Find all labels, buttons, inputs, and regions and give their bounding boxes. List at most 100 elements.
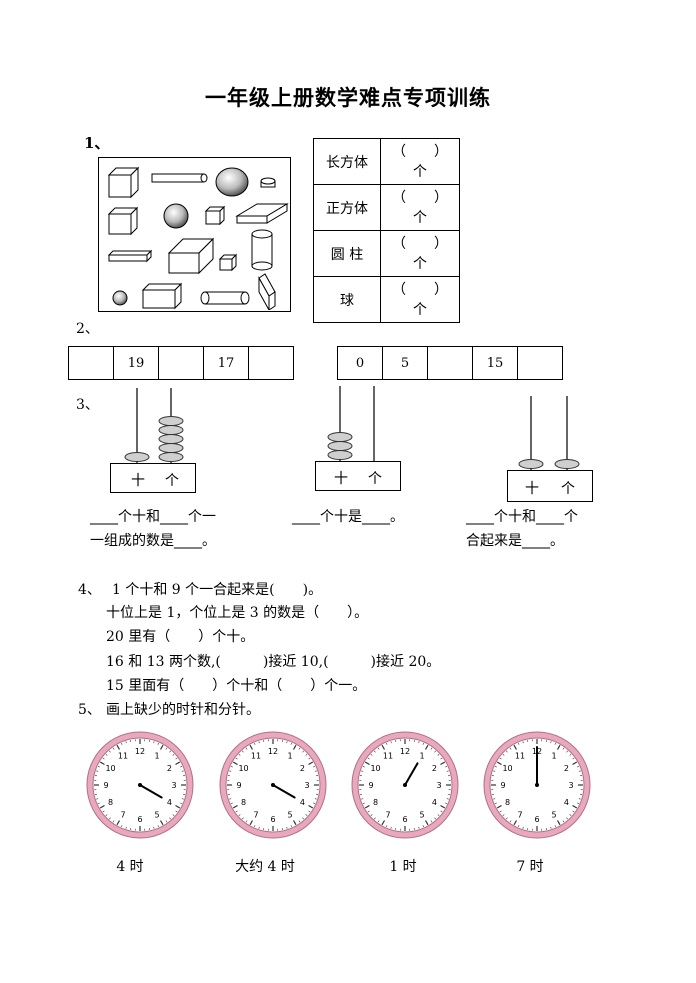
abacus-1-base: 十 个	[110, 463, 196, 493]
svg-text:12: 12	[268, 747, 278, 756]
svg-text:7: 7	[120, 810, 125, 819]
svg-text:4: 4	[300, 798, 305, 807]
answer-paren: （ ）	[392, 281, 448, 298]
sequence-cell[interactable]: 0	[337, 346, 383, 380]
table-row: 19 17	[68, 346, 294, 380]
sequence-cell[interactable]: 5	[382, 346, 428, 380]
svg-text:4: 4	[432, 798, 437, 807]
svg-text:8: 8	[373, 798, 378, 807]
svg-text:11: 11	[251, 752, 261, 761]
unit-label: 个	[413, 255, 427, 272]
svg-text:6: 6	[137, 815, 142, 824]
question-4-line[interactable]: 1 个十和 9 个一合起来是( )。	[112, 582, 323, 598]
sphere-icon	[112, 290, 128, 306]
svg-text:3: 3	[568, 781, 573, 790]
sphere-icon	[215, 167, 249, 197]
abacus-bead	[327, 450, 353, 460]
solid-shapes-drawing	[107, 166, 289, 312]
svg-text:7: 7	[253, 810, 258, 819]
abacus-1: 十 个	[110, 385, 198, 495]
abacus-1-fill-line1[interactable]: ____个十和____个一	[90, 509, 216, 525]
abacus-2-rods	[327, 386, 375, 461]
clock-row: 1234567891011121234567891011121234567891…	[86, 731, 591, 839]
question-4-line[interactable]: 16 和 13 两个数,( )接近 10,( )接近 20。	[106, 654, 441, 670]
small-cylinder-icon	[260, 177, 276, 188]
abacus-1-rods	[124, 388, 184, 463]
svg-text:10: 10	[370, 764, 380, 773]
question-4-line[interactable]: 十位上是 1，个位上是 3 的数是（ ）。	[106, 605, 369, 621]
count-answer-cell[interactable]: （ ） 个	[380, 276, 460, 323]
svg-text:3: 3	[436, 781, 441, 790]
abacus-bead	[158, 416, 184, 426]
sequence-cell[interactable]	[68, 346, 114, 380]
ones-label: 个	[368, 471, 382, 487]
answer-paren: （ ）	[392, 189, 448, 206]
count-answer-cell[interactable]: （ ）个	[380, 138, 460, 185]
answer-paren: （ ）	[392, 235, 448, 252]
abacus-3-fill-line1[interactable]: ____个十和____个	[466, 509, 578, 525]
table-row: 正方体 （ ）个	[313, 184, 460, 231]
vertical-cylinder-icon	[251, 229, 273, 271]
sequence-cell[interactable]: 15	[472, 346, 518, 380]
unit-label: 个	[413, 163, 427, 180]
abacus-bead	[158, 443, 184, 453]
small-cube-icon	[204, 205, 226, 226]
sequence-cell[interactable]	[427, 346, 473, 380]
count-answer-cell[interactable]: （ ） 个	[380, 230, 460, 277]
svg-text:7: 7	[385, 810, 390, 819]
svg-text:1: 1	[287, 752, 292, 761]
abacus-bead	[158, 434, 184, 444]
svg-text:10: 10	[238, 764, 248, 773]
table-row: 长方体 （ ）个	[313, 138, 460, 185]
abacus-3: 十 个	[507, 392, 595, 504]
question-4-line[interactable]: 15 里面有（ ）个十和（ ）个一。	[106, 678, 367, 694]
horizontal-cylinder-icon	[200, 291, 250, 305]
sequence-cell[interactable]	[248, 346, 294, 380]
tens-label: 十	[525, 481, 539, 497]
tens-label: 十	[131, 473, 145, 489]
table-row: 0 5 15	[337, 346, 563, 380]
svg-text:2: 2	[432, 764, 437, 773]
shape-name: 圆 柱	[313, 230, 381, 277]
svg-text:8: 8	[108, 798, 113, 807]
svg-text:6: 6	[270, 815, 275, 824]
svg-text:11: 11	[383, 752, 393, 761]
abacus-bead	[327, 441, 353, 451]
svg-text:2: 2	[167, 764, 172, 773]
svg-text:8: 8	[505, 798, 510, 807]
sequence-cell[interactable]	[517, 346, 563, 380]
abacus-3-rods	[518, 396, 580, 470]
svg-text:4: 4	[564, 798, 569, 807]
svg-text:12: 12	[135, 747, 145, 756]
unit-label: 个	[413, 301, 427, 318]
cuboid-icon	[141, 282, 183, 310]
question-3-number: 3、	[76, 397, 99, 413]
svg-text:9: 9	[500, 781, 505, 790]
count-answer-cell[interactable]: （ ）个	[380, 184, 460, 231]
shape-name: 长方体	[313, 138, 381, 185]
sequence-cell[interactable]: 19	[113, 346, 159, 380]
sequence-cell[interactable]	[158, 346, 204, 380]
question-4-line[interactable]: 20 里有（ ）个十。	[106, 629, 255, 645]
solid-shapes-picture	[98, 157, 291, 312]
clock-caption: 7 时	[516, 859, 544, 875]
svg-text:7: 7	[517, 810, 522, 819]
question-2-number: 2、	[76, 321, 99, 337]
svg-text:5: 5	[551, 810, 556, 819]
page-title: 一年级上册数学难点专项训练	[205, 85, 491, 110]
svg-text:12: 12	[400, 747, 410, 756]
svg-text:3: 3	[304, 781, 309, 790]
svg-text:11: 11	[118, 752, 128, 761]
abacus-1-fill-line2[interactable]: 一组成的数是____。	[90, 533, 216, 549]
sequence-cell[interactable]: 17	[203, 346, 249, 380]
svg-text:6: 6	[402, 815, 407, 824]
abacus-2-fill[interactable]: ____个十是____。	[292, 509, 404, 525]
number-sequence-b: 0 5 15	[337, 346, 563, 380]
svg-text:9: 9	[368, 781, 373, 790]
abacus-3-base: 十 个	[507, 470, 593, 502]
abacus-3-fill-line2[interactable]: 合起来是____。	[466, 533, 564, 549]
